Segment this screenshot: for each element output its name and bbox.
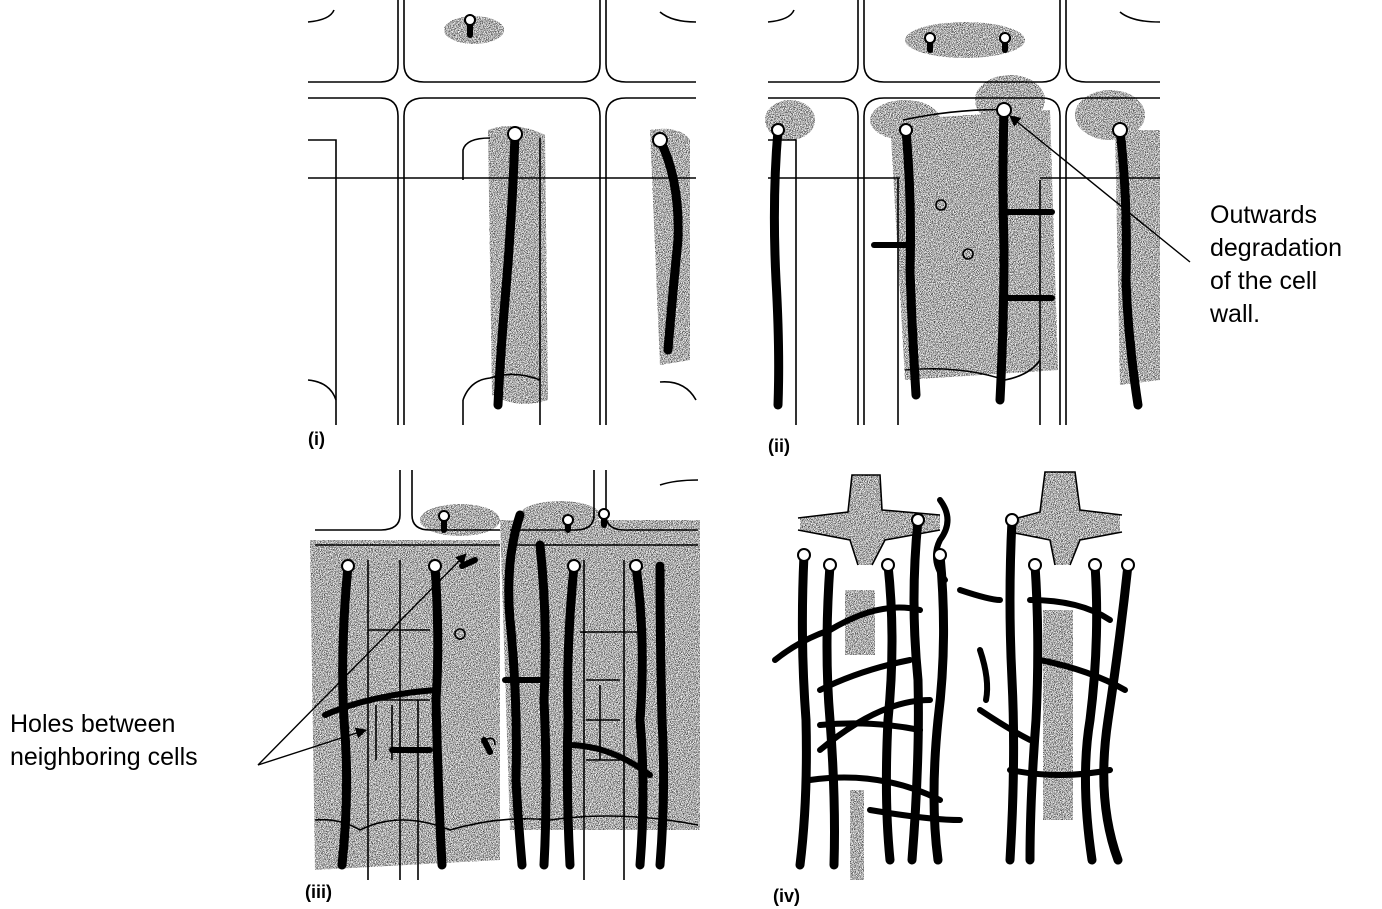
panel-i: (i) bbox=[308, 0, 696, 449]
panel-label-i: (i) bbox=[308, 429, 325, 449]
degradation-zone bbox=[765, 22, 1160, 385]
panel-iv: (iv) bbox=[773, 472, 1134, 906]
degradation-zone bbox=[444, 16, 690, 404]
panel-ii: (ii) bbox=[765, 0, 1160, 456]
panel-iii: (iii) bbox=[305, 470, 700, 902]
hyphae bbox=[775, 500, 1134, 865]
panel-label-ii: (ii) bbox=[768, 436, 790, 456]
annotation-text-outwards: Outwards degradation of the cell wall. bbox=[1209, 201, 1349, 328]
panel-label-iv: (iv) bbox=[773, 886, 800, 906]
annotation-text-holes: Holes between neighboring cells bbox=[10, 710, 198, 771]
annotation-outwards-degradation: Outwards degradation of the cell wall. bbox=[1010, 116, 1349, 328]
panel-label-iii: (iii) bbox=[305, 882, 332, 902]
